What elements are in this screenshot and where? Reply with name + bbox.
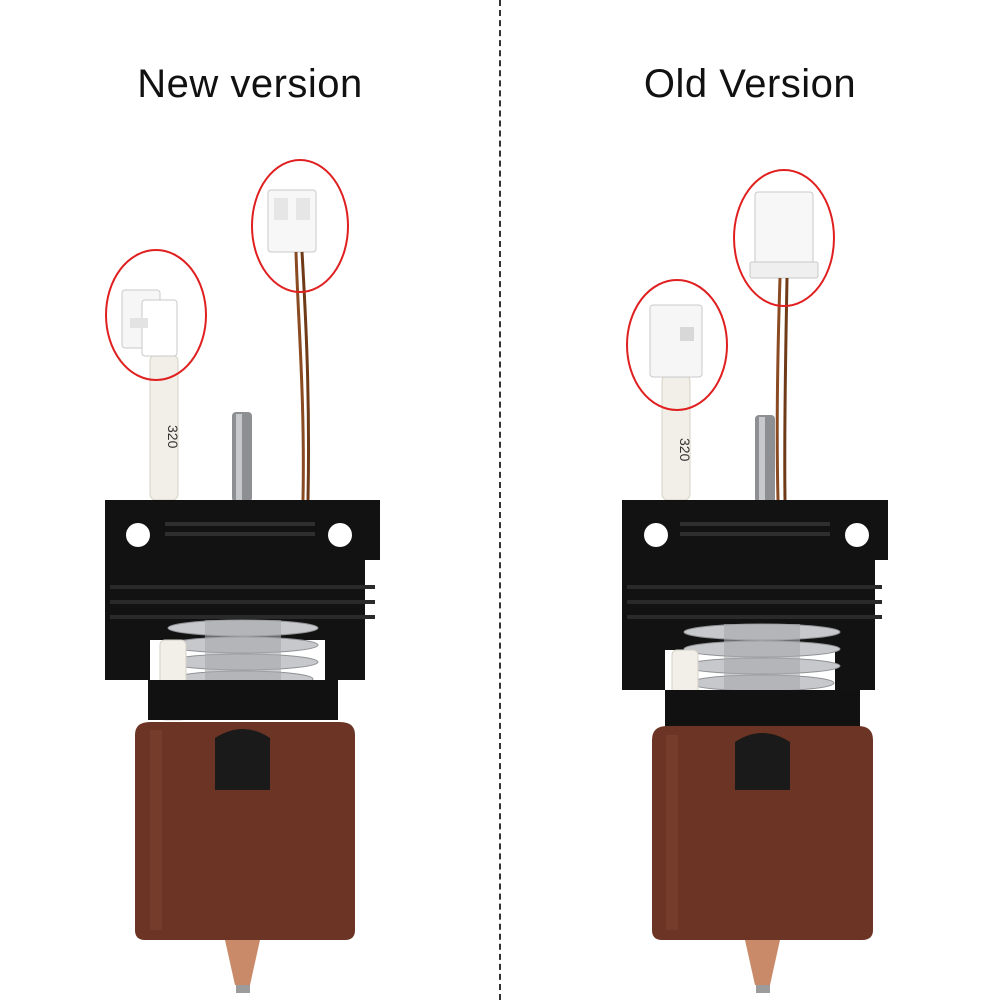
thermistor-connector <box>121 289 178 357</box>
new-version-title: New version <box>137 62 363 106</box>
heater-wire <box>300 251 311 501</box>
highlight-circle-thermistor <box>105 249 207 381</box>
highlight-circle-heater <box>733 169 835 307</box>
new-version-panel: New version 320 <box>105 62 380 993</box>
old-version-hotend-image: 320 <box>622 169 888 993</box>
old-version-title: Old Version <box>643 62 857 106</box>
heater-wire <box>775 277 782 501</box>
heater-wire <box>783 277 789 501</box>
cable-print-text: 320 <box>677 438 693 462</box>
silicone-sock <box>652 726 873 940</box>
new-version-hotend-image: 320 <box>105 159 380 993</box>
silicone-sock <box>135 722 355 940</box>
heater-wire <box>294 251 305 501</box>
highlight-circle-heater <box>251 159 349 293</box>
heater-connector <box>749 191 819 279</box>
thermistor-cable: 320 <box>661 374 693 501</box>
highlight-circle-thermistor <box>626 279 728 411</box>
heater-connector <box>267 189 317 253</box>
heatsink <box>105 500 380 680</box>
nozzle <box>745 940 780 985</box>
panel-divider <box>499 0 501 1000</box>
nozzle <box>225 940 260 985</box>
old-version-panel: Old Version 320 <box>500 0 1000 1000</box>
heatsink <box>622 500 888 690</box>
thermistor-cable: 320 <box>149 354 181 501</box>
thermistor-connector <box>649 304 703 378</box>
cable-print-text: 320 <box>165 425 181 449</box>
